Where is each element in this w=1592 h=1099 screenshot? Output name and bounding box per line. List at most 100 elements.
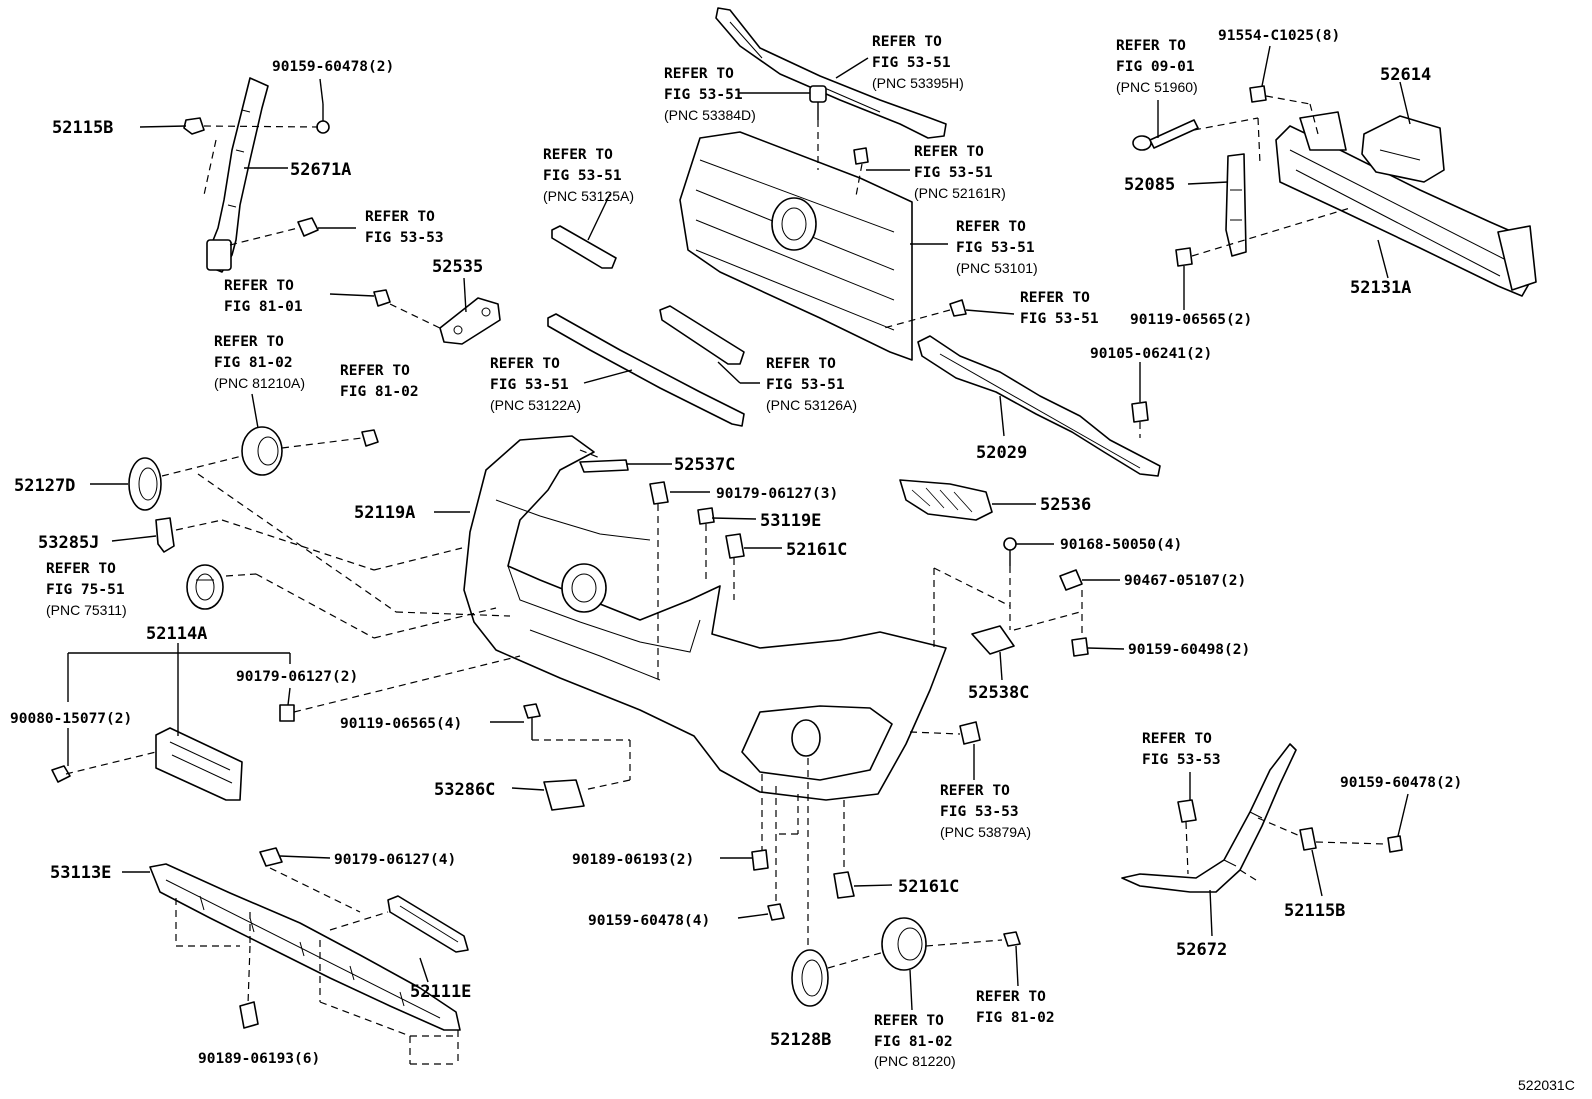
- label-refer-53384D-1: REFER TO: [664, 66, 734, 82]
- support-52029: [917, 335, 1161, 477]
- moulding-53122A: [547, 313, 745, 427]
- label-refer-53126A-1: REFER TO: [766, 356, 836, 372]
- bolt-90080-15077: [51, 765, 71, 783]
- upper-bar-53395H: [715, 7, 947, 139]
- cover-53285J: [155, 517, 175, 553]
- label-refer-52161R-2: FIG 53-51: [914, 165, 993, 181]
- label-refer-09-01-1: REFER TO: [1116, 38, 1186, 54]
- label-refer-53122A-3: (PNC 53122A): [490, 397, 581, 413]
- clip-52161C-top: [725, 533, 745, 559]
- label-53113E: 53113E: [50, 863, 111, 883]
- label-90179-06127-3: 90179-06127(3): [716, 486, 838, 502]
- bolt-90105-06241: [1131, 401, 1149, 423]
- ring-52128B: [791, 949, 829, 1007]
- label-53286C: 53286C: [434, 780, 495, 800]
- label-52131A: 52131A: [1350, 278, 1411, 298]
- ring-52127D: [128, 457, 162, 511]
- bolt-90119-06565-4: [523, 703, 541, 740]
- label-52114A: 52114A: [146, 624, 207, 644]
- screw-90159-60498: [1071, 637, 1089, 657]
- label-90119-06565-4: 90119-06565(4): [340, 716, 462, 732]
- label-91554-C1025: 91554-C1025(8): [1218, 28, 1340, 44]
- label-52029: 52029: [976, 443, 1027, 463]
- label-refer-53126A-2: FIG 53-51: [766, 377, 845, 393]
- lower-grille-53113E: [149, 863, 461, 1031]
- label-refer-81220-1: REFER TO: [874, 1013, 944, 1029]
- label-52672: 52672: [1176, 940, 1227, 960]
- label-refer-75-51-3: (PNC 75311): [46, 602, 127, 618]
- label-refer-09-01-3: (PNC 51960): [1116, 79, 1198, 95]
- bracket-52536: [899, 479, 993, 521]
- label-52115B-right: 52115B: [1284, 901, 1345, 921]
- label-90119-06565-2: 90119-06565(2): [1130, 312, 1252, 328]
- label-refer-53101-1: REFER TO: [956, 219, 1026, 235]
- label-refer-81-02-a-1: REFER TO: [214, 334, 284, 350]
- clip-90189-06193-6: [239, 1001, 259, 1029]
- label-refer-53395H-2: FIG 53-51: [872, 55, 951, 71]
- label-52115B-top: 52115B: [52, 118, 113, 138]
- bracket-52538C: [971, 625, 1015, 655]
- label-refer-53-53-top-1: REFER TO: [365, 209, 435, 225]
- label-refer-53395H-3: (PNC 53395H): [872, 75, 964, 91]
- label-refer-53-53-bottom-1: REFER TO: [1142, 731, 1212, 747]
- label-refer-53384D-2: FIG 53-51: [664, 87, 743, 103]
- label-90179-06127-2: 90179-06127(2): [236, 669, 358, 685]
- label-52111E: 52111E: [410, 982, 471, 1002]
- label-refer-53879A-3: (PNC 53879A): [940, 824, 1031, 840]
- moulding-53125A: [551, 225, 617, 269]
- label-refer-53879A-1: REFER TO: [940, 783, 1010, 799]
- clip-52161R: [853, 147, 869, 165]
- label-refer-09-01-2: FIG 09-01: [1116, 59, 1195, 75]
- label-refer-53879A-2: FIG 53-53: [940, 804, 1019, 820]
- screw-90159-60478-top: [316, 104, 330, 134]
- tow-hook-51960: [1132, 119, 1199, 151]
- bolt-refer-81-02-c: [1003, 931, 1021, 947]
- license-bracket-52114A: [155, 727, 243, 801]
- label-90105-06241: 90105-06241(2): [1090, 346, 1212, 362]
- label-52085: 52085: [1124, 175, 1175, 195]
- label-refer-53125A-3: (PNC 53125A): [543, 188, 634, 204]
- clip-90179-06127-3: [649, 481, 669, 505]
- clip-90189-06193-2: [751, 849, 769, 871]
- absorber-52614: [1361, 115, 1445, 183]
- screw-90168-50050: [1003, 537, 1017, 566]
- label-refer-53126A-3: (PNC 53126A): [766, 397, 857, 413]
- label-refer-81-02-c-1: REFER TO: [976, 989, 1046, 1005]
- label-refer-75-51-2: FIG 75-51: [46, 582, 125, 598]
- bracket-52672: [1121, 743, 1297, 893]
- clip-52115B-right: [1299, 827, 1317, 851]
- label-90159-60478-right: 90159-60478(2): [1340, 775, 1462, 791]
- label-52537C: 52537C: [674, 455, 735, 475]
- label-52127D: 52127D: [14, 476, 75, 496]
- label-refer-53384D-3: (PNC 53384D): [664, 107, 756, 123]
- label-90159-60478-4: 90159-60478(4): [588, 913, 710, 929]
- label-90467-05107: 90467-05107(2): [1124, 573, 1246, 589]
- label-53119E: 53119E: [760, 511, 821, 531]
- label-refer-81-02-b-2: FIG 81-02: [340, 384, 419, 400]
- bolt-refer-81-01: [373, 289, 391, 307]
- leader-lines: [65, 45, 1411, 1065]
- label-refer-53125A-2: FIG 53-51: [543, 168, 622, 184]
- clip-90467-05107: [1059, 569, 1083, 591]
- label-refer-53395H-1: REFER TO: [872, 34, 942, 50]
- clip-90179-06127-2: [279, 704, 295, 722]
- cover-53286C: [543, 779, 585, 811]
- label-52161C-bottom: 52161C: [898, 877, 959, 897]
- clip-52161C-bottom: [833, 871, 855, 899]
- bolt-90119-06565-2: [1175, 247, 1193, 267]
- label-refer-52161R-3: (PNC 52161R): [914, 185, 1006, 201]
- label-90168-50050: 90168-50050(4): [1060, 537, 1182, 553]
- label-refer-81-02-a-2: FIG 81-02: [214, 355, 293, 371]
- fog-lamp-81220: [881, 917, 927, 971]
- label-90159-60498: 90159-60498(2): [1128, 642, 1250, 658]
- label-53285J: 53285J: [38, 533, 99, 553]
- spoiler-52111E: [387, 895, 469, 953]
- label-refer-81-02-b-1: REFER TO: [340, 363, 410, 379]
- label-52536: 52536: [1040, 495, 1091, 515]
- label-90189-06193-2: 90189-06193(2): [572, 852, 694, 868]
- radiator-grille-53101: [679, 131, 913, 361]
- bracket-52535: [439, 297, 501, 345]
- label-refer-81220-2: FIG 81-02: [874, 1034, 953, 1050]
- label-52128B: 52128B: [770, 1030, 831, 1050]
